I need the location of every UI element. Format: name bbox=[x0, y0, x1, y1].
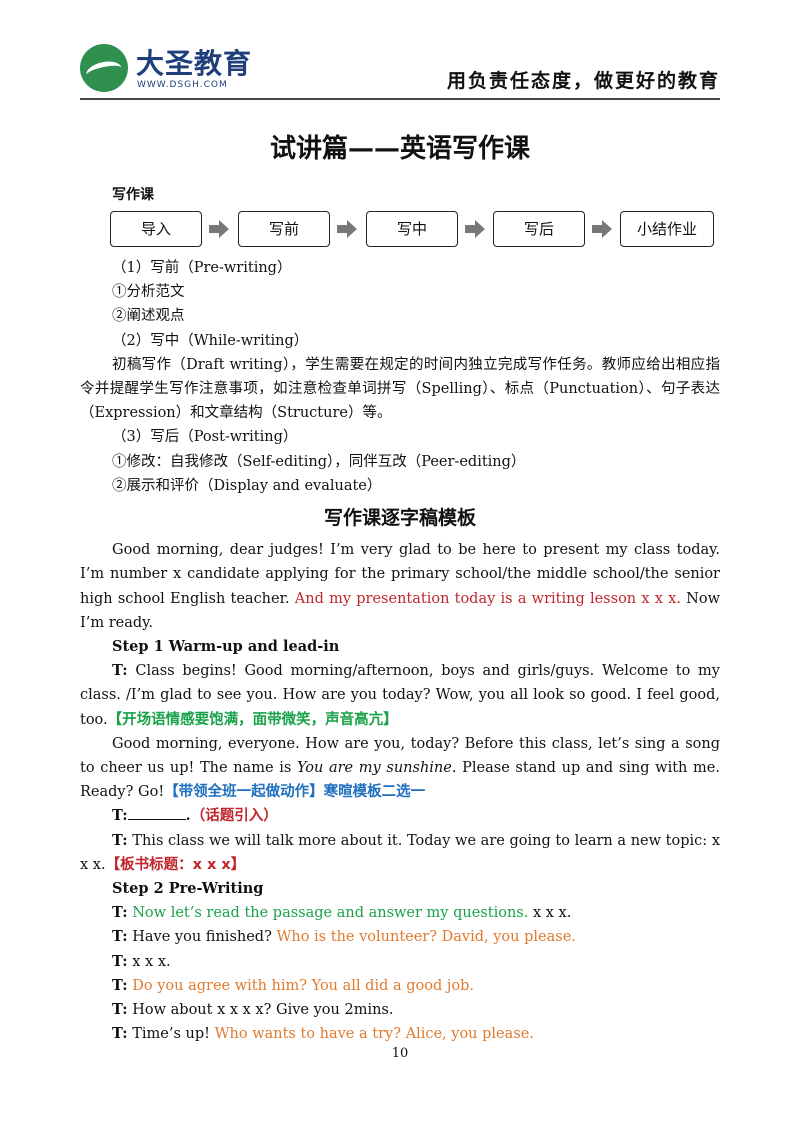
section-label: 写作课 bbox=[112, 187, 154, 203]
page-number: 10 bbox=[391, 1046, 409, 1061]
script-line: T: This class we will talk more about it… bbox=[80, 829, 720, 877]
flow-step-whilewriting: 写中 bbox=[366, 211, 458, 247]
teacher-label: T: bbox=[112, 928, 128, 946]
script-text: . bbox=[185, 807, 191, 825]
header-divider bbox=[80, 98, 720, 100]
teaching-note: （话题引入） bbox=[190, 808, 278, 825]
flow-step-prewriting: 写前 bbox=[238, 211, 330, 247]
teaching-note: 【开场语情感要饱满，面带微笑，声音高亢】 bbox=[107, 711, 398, 728]
script-line: T: Class begins! Good morning/afternoon,… bbox=[80, 659, 720, 732]
song-title: You are my sunshine bbox=[296, 760, 452, 777]
script-highlight: Who is the volunteer? David, you please. bbox=[271, 929, 576, 946]
teacher-label: T: bbox=[112, 904, 128, 922]
script-text: . Please stand up and sing with me. Read… bbox=[80, 760, 720, 801]
script-line: T: Now let’s read the passage and answer… bbox=[80, 901, 720, 925]
step-heading: Step 2 Pre-Writing bbox=[112, 880, 264, 898]
script-text: x x x. bbox=[528, 905, 572, 922]
teacher-label: T: bbox=[112, 831, 128, 849]
document-body: （1）写前（Pre-writing） ①分析范文 ②阐述观点 （2）写中（Whi… bbox=[80, 256, 720, 1047]
script-title: 写作课逐字稿模板 bbox=[323, 507, 476, 530]
outline-paragraph: 初稿写作（Draft writing），学生需要在规定的时间内独立完成写作任务。… bbox=[80, 356, 720, 422]
script-line: T: Have you finished? Who is the volunte… bbox=[80, 925, 720, 949]
outline-line: （1）写前（Pre-writing） bbox=[112, 260, 292, 276]
script-highlight: Do you agree with him? You all did a goo… bbox=[127, 977, 474, 994]
outline-line: ②展示和评价（Display and evaluate） bbox=[112, 477, 382, 494]
script-text: Time’s up! bbox=[127, 1026, 210, 1043]
script-line: T: x x x. bbox=[80, 950, 720, 974]
script-line: Good morning, everyone. How are you, tod… bbox=[80, 732, 720, 805]
fill-blank bbox=[127, 805, 186, 821]
flow-step-postwriting: 写后 bbox=[493, 211, 585, 247]
flow-step-summary: 小结作业 bbox=[620, 211, 714, 247]
teaching-note: 【带领全班一起做动作】寒暄模板二选一 bbox=[164, 784, 426, 801]
intro-highlight: And my presentation today is a writing l… bbox=[289, 590, 681, 607]
outline-line: ①分析范文 bbox=[112, 284, 185, 301]
outline-line: （3）写后（Post-writing） bbox=[112, 429, 298, 446]
script-line: T: How about x x x x? Give you 2mins. bbox=[80, 998, 720, 1022]
header-slogan: 用负责任态度，做更好的教育 bbox=[446, 70, 720, 92]
logo-url: WWW.DSGH.COM bbox=[137, 80, 228, 90]
outline-line: （2）写中（While-writing） bbox=[112, 332, 309, 349]
logo-text: 大圣教育 bbox=[136, 47, 253, 80]
page-title: 试讲篇——英语写作课 bbox=[269, 134, 530, 164]
teacher-label: T: bbox=[112, 807, 128, 825]
script-text: x x x. bbox=[127, 953, 171, 970]
flow-step-intro: 导入 bbox=[110, 211, 202, 247]
step-heading: Step 1 Warm-up and lead-in bbox=[112, 638, 340, 656]
script-text: Good morning, everyone. How are you, tod… bbox=[80, 735, 720, 777]
script-text: Have you finished? bbox=[127, 929, 272, 946]
teacher-label: T: bbox=[112, 952, 128, 970]
script-text: How about x x x x? Give you 2mins. bbox=[127, 1002, 394, 1019]
teacher-label: T: bbox=[112, 662, 128, 680]
script-highlight: Who wants to have a try? Alice, you plea… bbox=[210, 1026, 534, 1043]
script-intro: Good morning, dear judges! I’m very glad… bbox=[80, 538, 720, 635]
teacher-label: T: bbox=[112, 976, 128, 994]
script-text: Class begins! Good morning/afternoon, bo… bbox=[80, 663, 720, 728]
script-highlight: Now let’s read the passage and answer my… bbox=[127, 905, 529, 922]
teaching-note: 【板书标题：x x x】 bbox=[105, 856, 246, 873]
outline-line: ①修改：自我修改（Self-editing），同伴互改（Peer-editing… bbox=[112, 453, 526, 470]
page-header: 大圣教育 WWW.DSGH.COM 用负责任态度，做更好的教育 bbox=[80, 40, 720, 98]
teacher-label: T: bbox=[112, 1001, 128, 1019]
teacher-label: T: bbox=[112, 1025, 128, 1043]
outline-line: ②阐述观点 bbox=[112, 308, 185, 325]
flow-diagram: 导入 写前 写中 写后 小结作业 bbox=[110, 211, 720, 247]
script-line: T:.（话题引入） bbox=[80, 804, 720, 828]
logo-icon bbox=[80, 44, 128, 92]
intro-text: Good morning, dear judges! I’m very glad… bbox=[80, 542, 720, 607]
intro-text: Now I’m ready. bbox=[80, 590, 720, 631]
script-line: T: Do you agree with him? You all did a … bbox=[80, 974, 720, 998]
script-line: T: Time’s up! Who wants to have a try? A… bbox=[80, 1022, 720, 1046]
script-text: This class we will talk more about it. T… bbox=[80, 832, 720, 873]
